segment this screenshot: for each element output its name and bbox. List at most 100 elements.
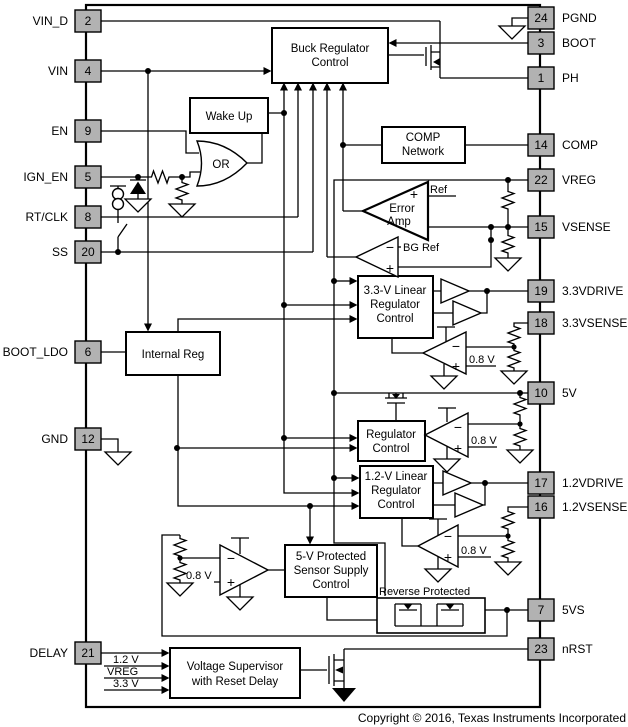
comparator-5v: − + 0.8 V [423,411,497,459]
supervisor-input-vreg: VREG [107,666,138,678]
vref-label: 0.8 V [186,570,212,582]
pin-label: VIN_D [33,14,69,28]
bandgap-comparator: − + BG Ref [354,235,440,279]
block-label: Regulator [371,485,421,497]
block-buck-regulator-control: Buck Regulator Control [271,27,389,84]
block-label: Regulator [366,429,416,441]
vref-label: 0.8 V [461,545,487,557]
plus-sign: + [386,260,394,276]
pin-label: 3.3VSENSE [562,316,627,330]
pin-delay: 21 DELAY [30,641,102,665]
pin-number: 5 [85,170,92,184]
pin-number: 2 [85,14,92,28]
pin-label: VIN [48,64,68,78]
pin-3-3vsense: 18 3.3VSENSE [527,311,627,335]
pin-ign-en: 5 IGN_EN [23,165,102,189]
plus-sign: + [452,358,460,374]
pin-5vs: 7 5VS [527,598,585,622]
pin-nrst: 23 nRST [527,637,593,661]
vref-label: 0.8 V [471,435,497,447]
pin-label: 5VS [562,603,585,617]
supervisor-input-labels: 1.2 V VREG 3.3 V [107,654,139,690]
block-label: Control [311,57,348,69]
block-label: 3.3-V Linear [364,285,427,297]
minus-sign: − [386,239,394,255]
block-5v-protected-sensor-supply-control: 5-V Protected Sensor Supply Control [284,544,378,598]
pin-vsense: 15 VSENSE [527,215,611,239]
block-label: Sensor Supply [294,565,369,577]
plus-sign: + [227,574,235,590]
pin-label: PGND [562,11,597,25]
pin-3-3vdrive: 19 3.3VDRIVE [527,279,623,303]
ref-label: Ref [430,184,448,196]
pin-label: 3.3VDRIVE [562,284,623,298]
pin-rt-clk: 8 RT/CLK [26,205,102,229]
pin-label: COMP [562,138,598,152]
block-internal-reg: Internal Reg [125,331,221,376]
pin-boot-ldo: 6 BOOT_LDO [3,340,102,364]
pin-label: GND [41,432,68,446]
pin-vin: 4 VIN [48,59,102,83]
pin-5v: 10 5V [527,381,577,405]
pin-gnd: 12 GND [41,427,102,451]
plus-sign: + [444,549,452,565]
pin-number: 12 [81,432,95,446]
pin-ss: 20 SS [52,240,102,264]
plus-sign: + [410,186,418,202]
pin-label: VSENSE [562,220,611,234]
pin-number: 17 [534,476,548,490]
block-label: Voltage Supervisor [187,661,284,673]
pin-number: 3 [538,36,545,50]
pin-number: 7 [538,603,545,617]
pin-boot: 3 BOOT [527,31,597,55]
pin-en: 9 EN [51,119,102,143]
pin-1-2vsense: 16 1.2VSENSE [527,495,627,519]
pin-label: SS [52,245,68,259]
error-amp-label: Amp [387,216,411,228]
block-label: Wake Up [206,111,253,123]
pin-number: 16 [534,500,548,514]
comparator-3-3vsense: − + 0.8 V [421,330,495,376]
block-label: Control [312,579,349,591]
block-1-2v-linear-regulator-control: 1.2-V Linear Regulator Control [359,465,434,519]
block-label: COMP [406,132,441,144]
pin-number: 18 [534,316,548,330]
block-label: Network [402,146,444,158]
block-label: Control [377,499,414,511]
pin-ph: 1 PH [527,66,579,90]
block-label: Control [376,313,413,325]
block-label: Regulator [370,299,420,311]
supervisor-input-3-3v: 3.3 V [113,678,139,690]
pin-label: EN [51,124,68,138]
pin-label: 1.2VDRIVE [562,476,623,490]
vref-label: 0.8 V [469,354,495,366]
pin-number: 21 [81,646,95,660]
pin-label: DELAY [30,646,68,660]
pin-label: RT/CLK [26,210,68,224]
pin-label: BOOT [562,36,597,50]
pin-label: nRST [562,642,593,656]
block-label: Buck Regulator [291,43,370,55]
or-gate: OR [195,140,248,187]
comparator-1-2vsense: − + 0.8 V [416,523,487,569]
pin-label: BOOT_LDO [3,345,68,359]
pin-vreg: 22 VREG [527,168,596,192]
copyright-notice: Copyright © 2016, Texas Instruments Inco… [358,711,626,725]
plus-sign: + [454,440,462,456]
block-regulator-control: Regulator Control [357,420,426,462]
minus-sign: − [452,338,460,354]
block-wake-up: Wake Up [189,97,269,134]
block-3-3v-linear-regulator-control: 3.3-V Linear Regulator Control [357,275,434,339]
or-gate-label: OR [212,159,229,171]
minus-sign: − [454,419,462,435]
pin-number: 1 [538,71,545,85]
minus-sign: − [227,550,235,566]
pin-number: 4 [85,64,92,78]
pin-label: 5V [562,386,577,400]
comparator-sensor-supply: − + 0.8 V [186,543,270,597]
pin-vin-d: 2 VIN_D [33,9,102,33]
error-amplifier: + Error Amp Ref [360,180,448,242]
block-label: 1.2-V Linear [365,471,428,483]
